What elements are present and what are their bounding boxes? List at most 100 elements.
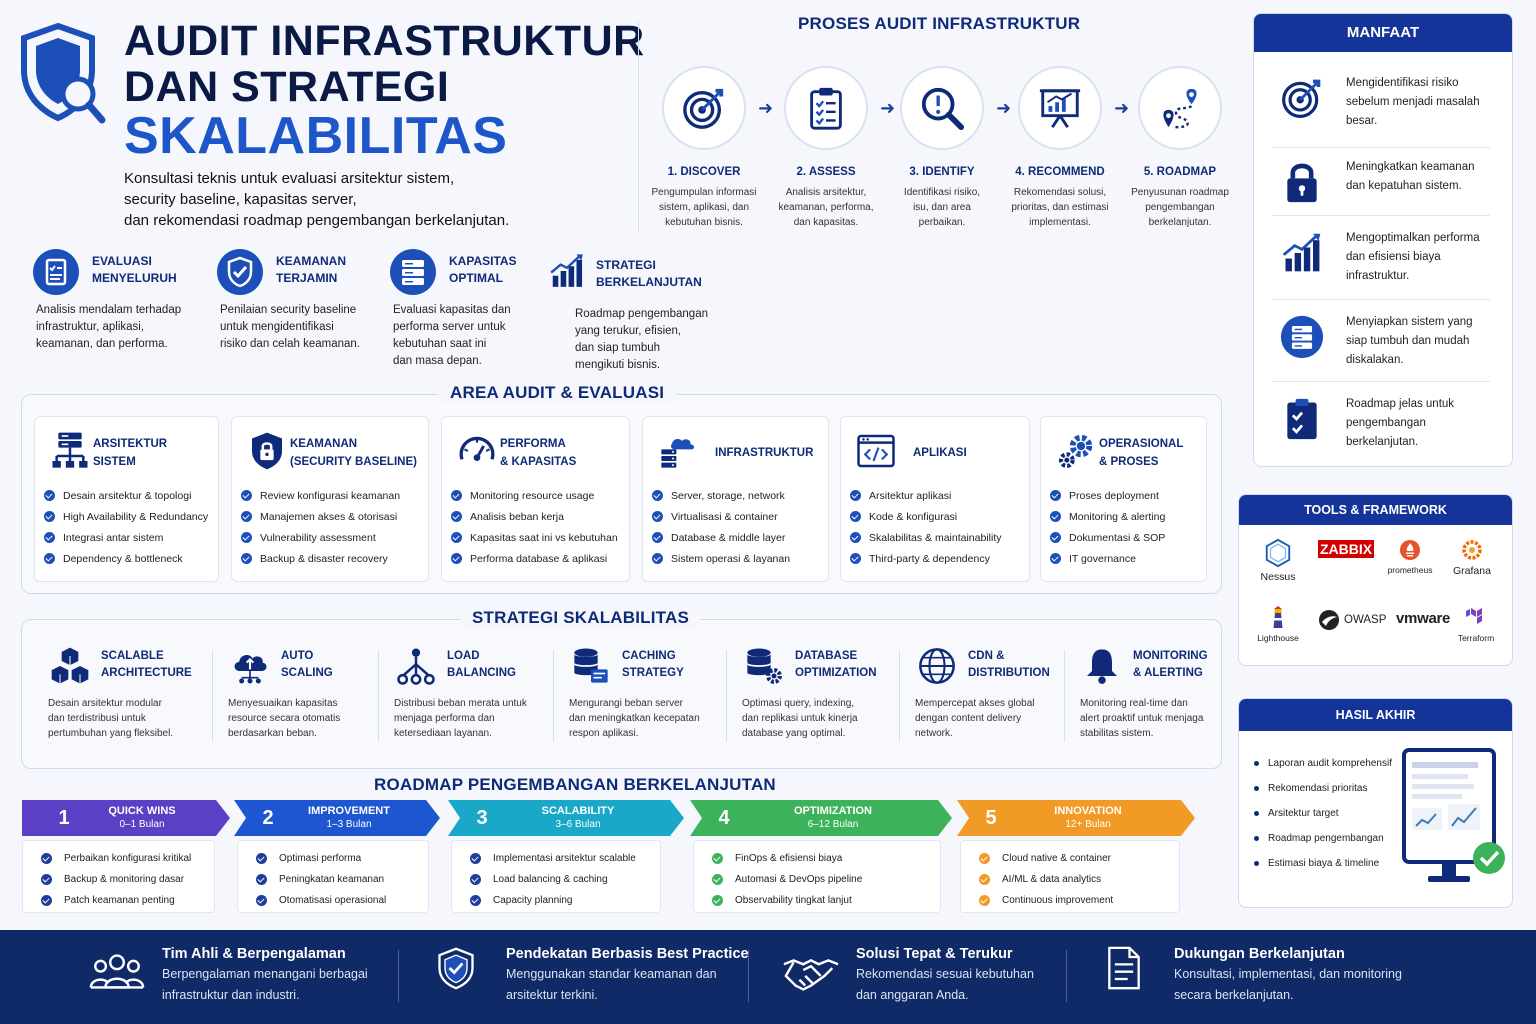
- check-icon: [241, 511, 252, 522]
- server-icon: [389, 248, 437, 296]
- roadmap-phase-name: OPTIMIZATION: [793, 805, 872, 817]
- process-step-1-circle: [662, 66, 746, 150]
- check-icon: [1050, 490, 1061, 501]
- feature-title: KAPASITAS OPTIMAL: [449, 254, 517, 285]
- roadmap-phase-number: 3: [476, 806, 488, 829]
- header-divider: [638, 22, 639, 232]
- handshake-icon: [782, 943, 840, 1001]
- cloud-scale-icon: [230, 646, 270, 686]
- process-step-2-circle: [784, 66, 868, 150]
- strategy-desc: Mengurangi beban server dan meningkatkan…: [569, 698, 700, 739]
- list-item: Implementasi arsitektur scalable: [470, 848, 660, 869]
- roadmap-phase-label: OPTIMIZATION 6–12 Bulan: [744, 805, 922, 831]
- list-item: Proses deployment: [1050, 485, 1165, 506]
- check-icon: [470, 853, 481, 864]
- benefit-divider: [1272, 147, 1490, 148]
- footer-item-title: Tim Ahli & Berpengalaman: [162, 946, 346, 962]
- strategy-title-item: LOAD BALANCING: [447, 650, 516, 679]
- database-gear-icon: [744, 646, 784, 686]
- roadmap-title: ROADMAP PENGEMBANGAN BERKELANJUTAN: [374, 775, 776, 795]
- tool-item: prometheus: [1388, 538, 1432, 575]
- feature-desc: Penilaian security baseline untuk mengid…: [220, 304, 360, 350]
- padlock-icon: [1280, 160, 1324, 204]
- zabbix-logo: ZABBIX: [1318, 540, 1374, 558]
- database-cache-icon: [571, 646, 611, 686]
- code-window-icon: [856, 431, 896, 471]
- strategy-divider: [553, 650, 554, 742]
- footer-item-title: Pendekatan Berbasis Best Practice: [506, 946, 749, 962]
- audit-card-title: INFRASTRUKTUR: [715, 447, 814, 459]
- feature-title: KEAMANAN TERJAMIN: [276, 254, 346, 285]
- footer-item-desc: Konsultasi, implementasi, dan monitoring…: [1174, 967, 1402, 1002]
- tools-panel: TOOLS & FRAMEWORK: [1238, 494, 1513, 666]
- benefit-divider: [1272, 299, 1490, 300]
- list-item: Analisis beban kerja: [451, 506, 618, 527]
- check-icon: [44, 490, 55, 501]
- strategy-desc: Monitoring real-time dan alert proaktif …: [1080, 698, 1204, 739]
- list-item: Backup & disaster recovery: [241, 548, 400, 569]
- strategy-divider: [726, 650, 727, 742]
- list-item: Arsitektur aplikasi: [850, 485, 1001, 506]
- lighthouse-logo: [1266, 606, 1290, 630]
- process-step-title: 3. IDENTIFY: [909, 166, 975, 178]
- check-icon: [256, 853, 267, 864]
- shield-check-icon: [434, 946, 478, 990]
- owasp-logo: OWASP: [1317, 608, 1386, 632]
- list-item: Load balancing & caching: [470, 869, 660, 890]
- cloud-server-icon: [658, 431, 698, 471]
- benefits-title: MANFAAT: [1254, 14, 1512, 52]
- bullet-icon: [1254, 761, 1259, 766]
- list-item: Patch keamanan penting: [41, 890, 214, 911]
- growth-chart-icon: [1280, 231, 1324, 275]
- result-title: HASIL AKHIR: [1239, 699, 1512, 731]
- presentation-icon: [1037, 85, 1083, 131]
- benefit-divider: [1272, 381, 1490, 382]
- feature-title: STRATEGI BERKELANJUTAN: [596, 258, 702, 289]
- process-step-title: 1. DISCOVER: [667, 166, 741, 178]
- strategy-title-item: CDN & DISTRIBUTION: [968, 650, 1050, 679]
- tool-item: OWASP: [1317, 608, 1386, 632]
- list-item: Observability tingkat lanjut: [712, 890, 940, 911]
- list-item: Peningkatan keamanan: [256, 869, 428, 890]
- shield-check-icon: [216, 248, 264, 296]
- check-icon: [44, 511, 55, 522]
- list-item: High Availability & Redundancy: [44, 506, 208, 527]
- tool-item: Grafana: [1450, 538, 1494, 577]
- process-step-desc: Identifikasi risiko, isu, dan area perba…: [903, 187, 981, 228]
- list-item: FinOps & efisiensi biaya: [712, 848, 940, 869]
- strategy-title-item: DATABASE OPTIMIZATION: [795, 650, 877, 679]
- monitor-report-icon: [1402, 748, 1508, 888]
- audit-card-title: OPERASIONAL & PROSES: [1099, 438, 1184, 468]
- roadmap-phase-duration: 3–6 Bulan: [555, 819, 601, 830]
- target-icon: [681, 85, 727, 131]
- process-step-title: 2. ASSESS: [796, 166, 856, 178]
- tool-item: ZABBIX: [1318, 540, 1374, 558]
- list-item: Roadmap pengembangan: [1254, 826, 1392, 851]
- check-icon: [44, 553, 55, 564]
- target-icon: [1280, 76, 1324, 120]
- audit-card-title: ARSITEKTUR SISTEM: [93, 438, 168, 468]
- page-title-line3: SKALABILITAS: [124, 107, 508, 165]
- bullet-icon: [1254, 861, 1259, 866]
- list-item: Estimasi biaya & timeline: [1254, 851, 1392, 876]
- roadmap-phase-duration: 6–12 Bulan: [807, 819, 859, 830]
- clipboard-icon: [803, 85, 849, 131]
- terraform-logo: [1464, 606, 1488, 630]
- bell-icon: [1082, 646, 1122, 686]
- benefit-text: Mengidentifikasi risiko sebelum menjadi …: [1346, 77, 1480, 127]
- audit-card-title: PERFORMA & KAPASITAS: [500, 438, 577, 468]
- list-item: AI/ML & data analytics: [979, 869, 1179, 890]
- roadmap-phase-name: SCALABILITY: [541, 805, 615, 817]
- list-item: Laporan audit komprehensif: [1254, 751, 1392, 776]
- grafana-logo: [1460, 538, 1484, 562]
- clipboard-check-icon: [1280, 397, 1324, 441]
- strategy-title: STRATEGI SKALABILITAS: [460, 608, 702, 628]
- footer-divider: [398, 950, 399, 1002]
